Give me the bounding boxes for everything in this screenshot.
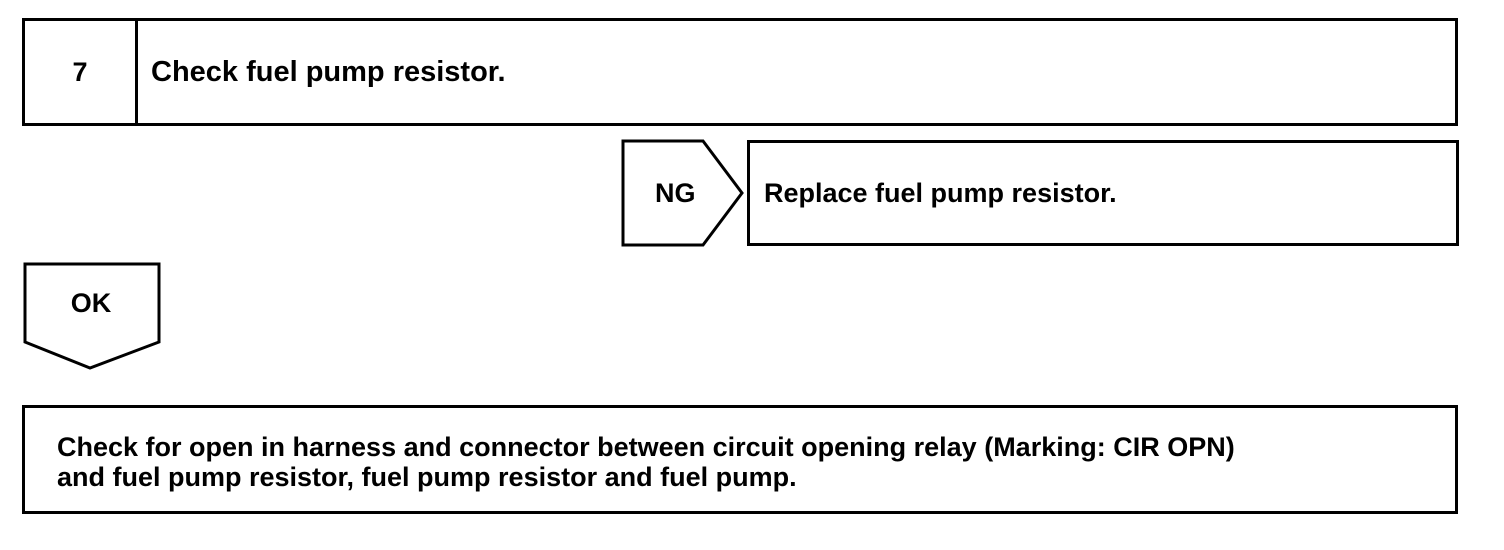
next-step-line-2: and fuel pump resistor, fuel pump resist… bbox=[57, 462, 797, 492]
ng-action-box: Replace fuel pump resistor. bbox=[747, 140, 1459, 246]
ok-label: OK bbox=[70, 287, 112, 318]
ok-arrow-shape bbox=[23, 262, 161, 370]
step-title: Check fuel pump resistor. bbox=[151, 55, 506, 88]
step-number: 7 bbox=[25, 21, 138, 123]
ng-action-text: Replace fuel pump resistor. bbox=[764, 177, 1117, 208]
ng-arrow-shape bbox=[621, 139, 744, 247]
next-step-line-1: Check for open in harness and connector … bbox=[57, 432, 1235, 462]
next-step-text: Check for open in harness and connector … bbox=[57, 432, 1425, 492]
next-step-box: Check for open in harness and connector … bbox=[22, 405, 1458, 514]
step-box: 7 Check fuel pump resistor. bbox=[22, 18, 1458, 126]
ng-label: NG bbox=[655, 177, 696, 208]
